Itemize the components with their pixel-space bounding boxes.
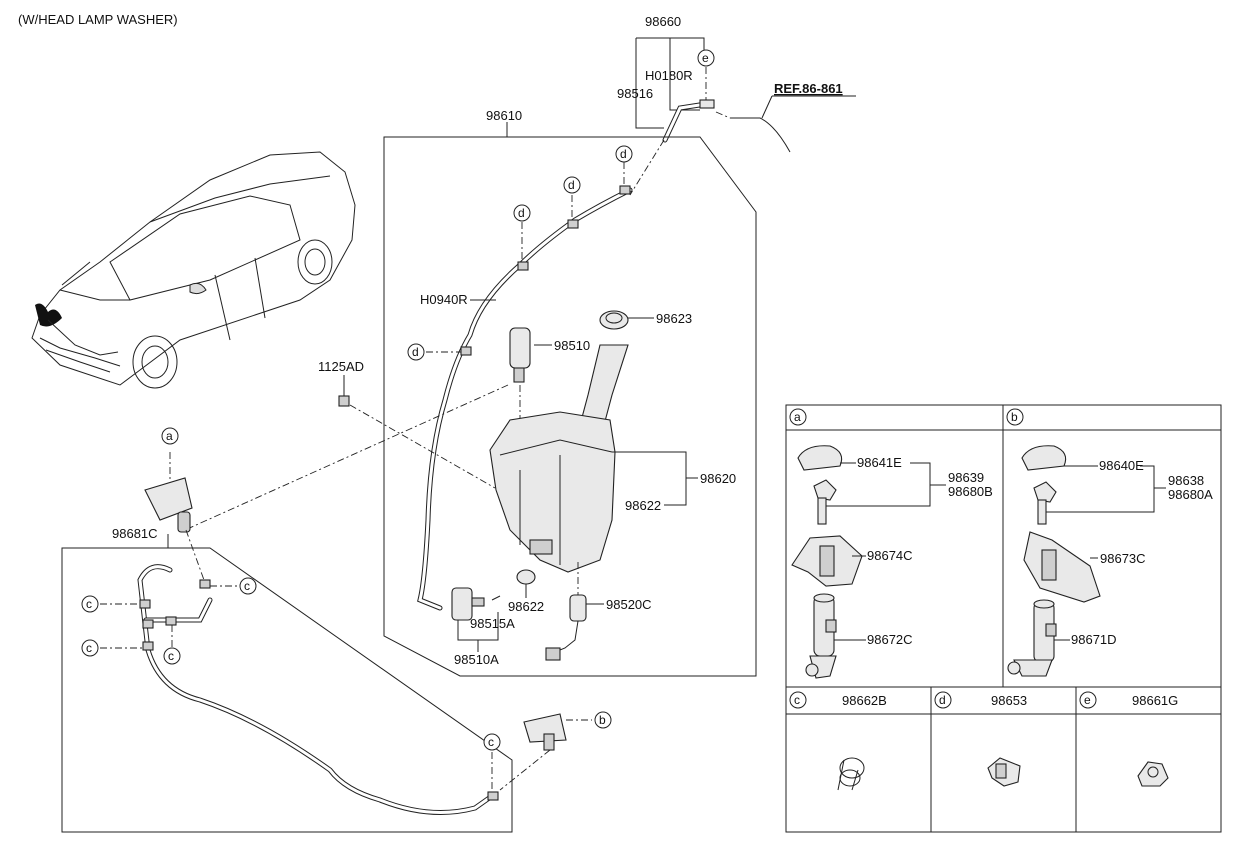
callout-c-2: c (81, 595, 99, 613)
reservoir-group-outline (383, 136, 757, 677)
svg-text:c: c (244, 579, 250, 593)
callout-c-4: c (163, 647, 181, 665)
washer-pump-98510 (509, 327, 552, 420)
clip-98661g (1137, 761, 1169, 787)
label-98653: 98653 (991, 693, 1027, 708)
nozzle-cover-b (1021, 445, 1166, 525)
reservoir-tank-98620 (489, 344, 698, 595)
svg-text:b: b (599, 713, 606, 727)
svg-text:a: a (166, 429, 173, 443)
label-98622-upper: 98622 (625, 498, 661, 513)
label-1125ad: 1125AD (318, 359, 364, 374)
label-ref-86-861: REF.86-861 (774, 81, 843, 96)
reservoir-cap-98623 (599, 310, 654, 330)
label-98681c: 98681C (112, 526, 158, 541)
diagram-title: (W/HEAD LAMP WASHER) (18, 12, 178, 27)
svg-text:c: c (488, 735, 494, 749)
table-b-letter: b (1006, 408, 1024, 426)
callout-d-1: d (615, 145, 633, 163)
detail-table: a 98641E 98639 98680B 98674C 98672C (785, 404, 1222, 833)
label-98662b: 98662B (842, 693, 887, 708)
callout-b: b (594, 711, 612, 729)
svg-text:e: e (1084, 693, 1091, 707)
hose-98660 (629, 37, 856, 196)
table-e-letter: e (1079, 691, 1097, 709)
connector-line (184, 384, 509, 531)
label-98622-lower: 98622 (508, 599, 544, 614)
svg-text:d: d (620, 147, 627, 161)
callout-d-3: d (513, 204, 531, 222)
hose-clamp-98662b (837, 757, 865, 791)
svg-text:d: d (412, 345, 419, 359)
label-98638: 98638 (1168, 473, 1204, 488)
actuator-a (805, 593, 866, 679)
label-98620: 98620 (700, 471, 736, 486)
actuator-b (1007, 599, 1070, 677)
label-98673c: 98673C (1100, 551, 1146, 566)
callout-a: a (161, 427, 179, 445)
label-h0940r: H0940R (420, 292, 468, 307)
label-98680b: 98680B (948, 484, 993, 499)
svg-text:c: c (794, 693, 800, 707)
label-98671d: 98671D (1071, 632, 1117, 647)
label-h0180r: H0180R (645, 68, 693, 83)
svg-text:a: a (794, 410, 801, 424)
table-c-letter: c (789, 691, 807, 709)
bracket-b (1023, 531, 1101, 603)
svg-text:d: d (568, 178, 575, 192)
headlamp-hose (100, 529, 499, 815)
bolt-1125ad (338, 375, 496, 489)
svg-text:b: b (1011, 410, 1018, 424)
car-illustration (31, 151, 356, 389)
svg-text:c: c (86, 597, 92, 611)
nozzle-b (499, 713, 592, 791)
label-98661g: 98661G (1132, 693, 1178, 708)
svg-text:c: c (168, 649, 174, 663)
table-a-letter: a (789, 408, 807, 426)
table-d-letter: d (934, 691, 952, 709)
svg-text:d: d (518, 206, 525, 220)
svg-text:e: e (702, 51, 709, 65)
nozzle-cover-a (797, 445, 946, 525)
washer-pump-98510a (451, 587, 501, 652)
label-98660: 98660 (645, 14, 681, 29)
label-98672c: 98672C (867, 632, 913, 647)
svg-text:d: d (939, 693, 946, 707)
hose-h0940r (417, 162, 633, 611)
label-98640e: 98640E (1099, 458, 1144, 473)
callout-c-1: c (239, 577, 257, 595)
label-98610: 98610 (486, 108, 522, 123)
label-98515a: 98515A (470, 616, 515, 631)
label-98520c: 98520C (606, 597, 652, 612)
nozzle-a (144, 452, 193, 533)
callout-c-5: c (483, 733, 501, 751)
callout-e-top: e (697, 49, 715, 67)
callout-c-3: c (81, 639, 99, 657)
label-98674c: 98674C (867, 548, 913, 563)
label-98516: 98516 (617, 86, 653, 101)
label-98510: 98510 (554, 338, 590, 353)
level-sensor-98520c (545, 594, 604, 661)
label-98641e: 98641E (857, 455, 902, 470)
clip-98653 (987, 757, 1021, 787)
svg-text:c: c (86, 641, 92, 655)
label-98680a: 98680A (1168, 487, 1213, 502)
label-98623: 98623 (656, 311, 692, 326)
callout-d-4: d (407, 343, 425, 361)
label-98510a: 98510A (454, 652, 499, 667)
callout-d-2: d (563, 176, 581, 194)
grommet-98622 (516, 569, 536, 598)
label-98639: 98639 (948, 470, 984, 485)
headlamp-hose-group-outline (61, 547, 513, 833)
bracket-a (791, 535, 866, 587)
